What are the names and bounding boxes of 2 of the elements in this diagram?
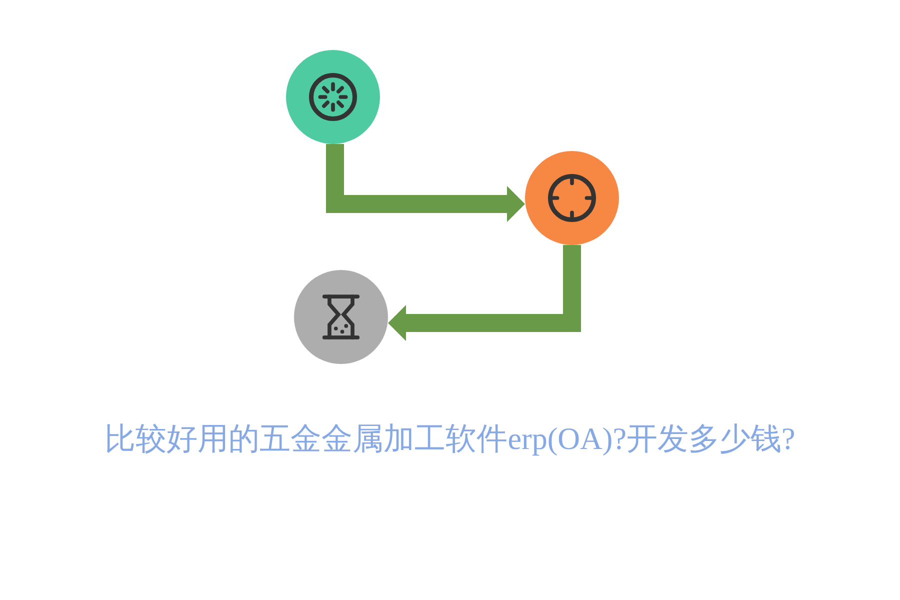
arrow	[388, 245, 581, 341]
title: 比较好用的五金金属加工软件erp(OA)?开发多少钱?	[104, 420, 796, 458]
